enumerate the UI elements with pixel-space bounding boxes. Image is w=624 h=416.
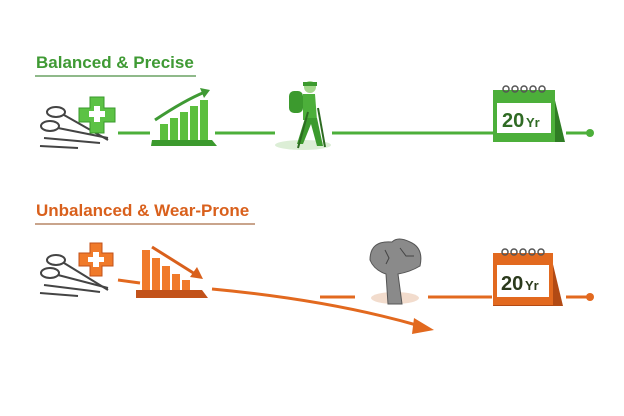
balanced-title-underline <box>35 75 196 77</box>
calendar-orange-number: 20 <box>501 273 523 295</box>
calendar-green-number: 20 <box>502 110 524 132</box>
balanced-title: Balanced & Precise <box>36 53 194 72</box>
calendar-orange-unit: Yr <box>525 278 539 293</box>
balanced-timeline <box>118 129 594 137</box>
calendar-20yr-orange-icon: 20 Yr <box>493 248 563 306</box>
unbalanced-title-underline <box>35 223 255 225</box>
declining-bar-chart-icon <box>136 245 208 298</box>
calendar-green-unit: Yr <box>526 115 540 130</box>
rising-bar-chart-icon <box>151 88 217 146</box>
unbalanced-timeline <box>117 278 594 334</box>
medical-cross-icon-orange <box>78 242 114 277</box>
worn-joint-implant-icon <box>369 238 422 305</box>
calendar-20yr-green-icon: 20 Yr <box>493 85 565 142</box>
surgical-tools-icon-orange-row <box>39 254 109 297</box>
hiker-icon <box>275 81 331 150</box>
surgical-tools-icon <box>39 106 109 149</box>
declining-arrow-head <box>412 318 434 334</box>
medical-cross-icon <box>78 96 116 134</box>
unbalanced-title: Unbalanced & Wear-Prone <box>36 201 250 220</box>
